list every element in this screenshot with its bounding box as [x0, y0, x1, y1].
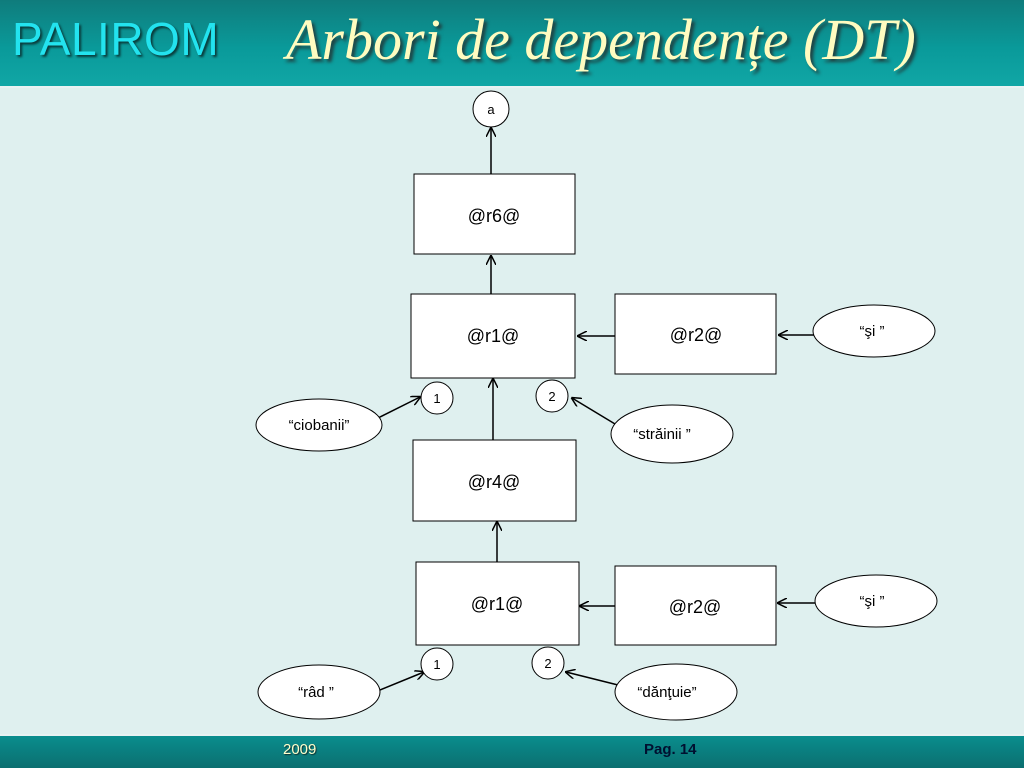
- box-r6: [413, 173, 576, 255]
- box-r2-top-label: @r2@: [670, 325, 723, 345]
- edge-ciobanii-to-port1: [375, 397, 420, 420]
- slide-header: [0, 0, 1024, 88]
- word-dantuie-label: “dănţuie”: [637, 684, 696, 701]
- brand-title: PALIROM: [12, 13, 220, 65]
- port-1-top: [420, 381, 454, 415]
- page-number: Pag. 14: [644, 741, 697, 758]
- header-divider: [0, 86, 1024, 88]
- word-si-top: [812, 304, 936, 358]
- port-2-bot-label: 2: [544, 656, 551, 671]
- box-r6-label: @r6@: [468, 206, 521, 226]
- box-r4-label: @r4@: [468, 472, 521, 492]
- box-r1-top-label: @r1@: [467, 326, 520, 346]
- box-r2-bot: [614, 565, 777, 646]
- box-r4: [412, 439, 577, 522]
- footer-year: 2009: [283, 741, 317, 758]
- word-strainii: [610, 404, 734, 464]
- box-r2-top: [614, 293, 777, 375]
- root-node: [472, 90, 510, 128]
- slide-footer: [0, 734, 1024, 768]
- word-strainii-label: “străinii ”: [633, 426, 691, 443]
- word-rad: [257, 664, 381, 720]
- box-r1-top: [410, 293, 576, 379]
- word-ciobanii: [255, 398, 383, 452]
- edge-rad-to-port1: [379, 672, 424, 691]
- port-2-top: [535, 379, 569, 413]
- port-2-bot: [531, 646, 565, 680]
- word-si-bot-label: “şi ”: [860, 593, 885, 610]
- word-ciobanii-label: “ciobanii”: [289, 417, 350, 434]
- edge-dantuie-to-port2: [566, 672, 619, 686]
- root-label: a: [487, 102, 495, 117]
- port-1-top-label: 1: [433, 391, 440, 406]
- footer-divider: [0, 734, 1024, 736]
- box-r1-bot: [415, 561, 580, 646]
- edge-strainii-to-port2: [572, 398, 621, 428]
- word-dantuie: [614, 663, 738, 721]
- word-si-top-label: “şi ”: [860, 323, 885, 340]
- slide-title: Arbori de dependențe (DT): [286, 7, 916, 72]
- word-rad-label: “râd ”: [298, 684, 334, 701]
- box-r1-bot-label: @r1@: [471, 594, 524, 614]
- port-1-bot-label: 1: [433, 657, 440, 672]
- word-si-bot: [814, 574, 938, 628]
- port-1-bot: [420, 647, 454, 681]
- port-2-top-label: 2: [548, 389, 555, 404]
- box-r2-bot-label: @r2@: [669, 597, 722, 617]
